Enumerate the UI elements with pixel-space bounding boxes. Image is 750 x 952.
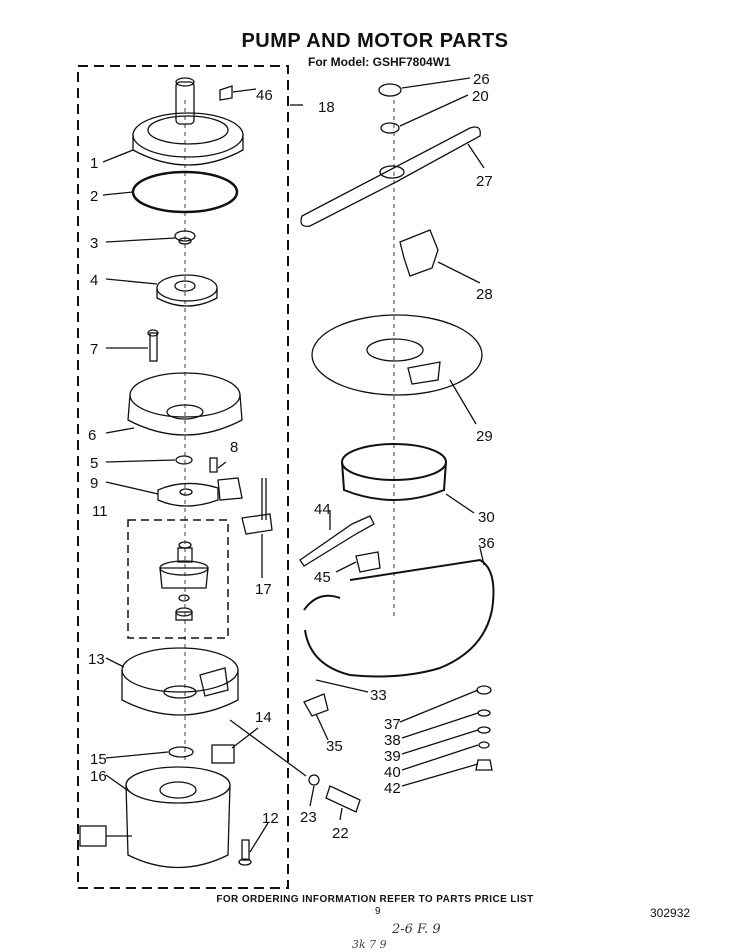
callout-30: 30 <box>478 509 495 526</box>
callout-45: 45 <box>314 569 331 586</box>
callout-38: 38 <box>384 732 401 749</box>
document-number: 302932 <box>650 906 691 920</box>
part-8-screw <box>209 457 218 473</box>
callout-1: 1 <box>90 155 98 172</box>
part-17-sensor <box>241 478 273 535</box>
part-20-washer <box>380 122 400 134</box>
part-44-heater <box>299 515 375 567</box>
callout-23: 23 <box>300 809 317 826</box>
part-7-screw <box>147 329 159 362</box>
callout-12: 12 <box>262 810 279 827</box>
assembly-11-frame <box>127 519 229 639</box>
part-11-rotor <box>159 541 209 621</box>
callout-15: 15 <box>90 751 107 768</box>
part-28-clip <box>399 229 439 277</box>
part-22-fitting <box>325 785 361 813</box>
part-12-screw <box>238 839 252 866</box>
part-29-filter <box>311 314 483 396</box>
part-4-impeller <box>156 274 218 307</box>
assembly-18-frame <box>77 65 289 889</box>
callout-27: 27 <box>476 173 493 190</box>
part-3-seal <box>174 230 196 245</box>
parts-37-42-stack <box>475 685 493 771</box>
callout-29: 29 <box>476 428 493 445</box>
ordering-info-footer: FOR ORDERING INFORMATION REFER TO PARTS … <box>216 894 534 905</box>
part-16-motor <box>79 766 231 869</box>
part-46-screw <box>219 85 233 101</box>
part-27-spray-arm <box>300 126 481 227</box>
part-30-ring <box>341 443 447 501</box>
part-36-wire <box>303 558 495 678</box>
callout-5: 5 <box>90 455 98 472</box>
callout-42: 42 <box>384 780 401 797</box>
callout-11: 11 <box>92 503 108 520</box>
callout-4: 4 <box>90 272 98 289</box>
part-9-plate <box>157 482 219 507</box>
handwritten-note: 2-6 F. 9 <box>392 922 441 937</box>
callout-35: 35 <box>326 738 343 755</box>
callout-7: 7 <box>90 341 98 358</box>
part-23-oring <box>308 774 320 786</box>
part-26-cap <box>378 83 402 97</box>
callout-22: 22 <box>332 825 349 842</box>
part-15-washer <box>168 746 194 758</box>
callout-8: 8 <box>230 439 238 456</box>
callout-14: 14 <box>255 709 272 726</box>
callout-3: 3 <box>90 235 98 252</box>
handwritten-note-2: 3k 7 9 <box>352 938 387 951</box>
page-title: PUMP AND MOTOR PARTS <box>241 30 509 52</box>
callout-44: 44 <box>314 501 331 518</box>
callout-6: 6 <box>88 427 96 444</box>
callout-13: 13 <box>88 651 105 668</box>
callout-2: 2 <box>90 188 98 205</box>
part-35-bracket <box>303 693 329 717</box>
part-14-block <box>211 744 235 764</box>
page-number: 9 <box>375 906 381 917</box>
part-13-motor-mount <box>121 647 239 716</box>
callout-20: 20 <box>472 88 489 105</box>
callout-28: 28 <box>476 286 493 303</box>
part-6-pump-base <box>127 372 243 436</box>
part-5-washer <box>175 455 193 465</box>
callout-37: 37 <box>384 716 401 733</box>
callout-33: 33 <box>370 687 387 704</box>
callout-46: 46 <box>256 87 273 104</box>
part-45-connector <box>355 551 381 573</box>
model-subtitle: For Model: GSHF7804W1 <box>308 55 451 69</box>
callout-40: 40 <box>384 764 401 781</box>
callout-16: 16 <box>90 768 107 785</box>
callout-26: 26 <box>473 71 490 88</box>
part-1-housing <box>132 77 244 166</box>
callout-17: 17 <box>255 581 272 598</box>
callout-36: 36 <box>478 535 495 552</box>
callout-18: 18 <box>318 99 335 116</box>
callout-39: 39 <box>384 748 401 765</box>
callout-9: 9 <box>90 475 98 492</box>
